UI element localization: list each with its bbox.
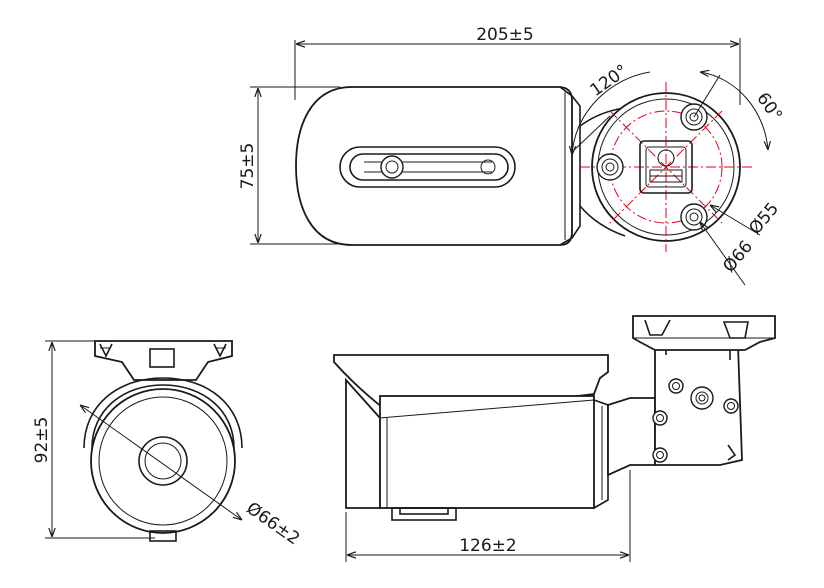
leader-d66 (700, 222, 746, 286)
leader-d55 (710, 205, 761, 236)
dim-total-length: 205±5 (476, 25, 534, 45)
side-bracket-plate (632, 315, 776, 351)
mount-center-block (639, 140, 693, 194)
side-view: 126±2 (333, 315, 776, 562)
front-view: 92±5 Ø66±2 (32, 340, 304, 549)
leader-front-diameter (80, 405, 242, 520)
top-view: 205±5 75±5 (238, 25, 786, 286)
dim-front-diameter: Ø66±2 (243, 498, 304, 549)
dim-angle-right: 60° (752, 89, 786, 125)
camera-housing-top (295, 86, 573, 246)
dim-front-height: 92±5 (32, 417, 52, 464)
slot-knob (380, 155, 404, 179)
front-housing-outer (90, 388, 236, 534)
top-slot-outer (339, 146, 516, 188)
dim-base-diameter: Ø55 (745, 199, 783, 239)
dim-height-top: 75±5 (238, 143, 258, 190)
angle-arc-120 (572, 71, 651, 155)
angle-arc-60 (700, 72, 768, 150)
dim-side-length: 126±2 (459, 536, 517, 556)
screw-boss-left (596, 153, 624, 181)
side-screws (652, 378, 739, 463)
dim-angle-upper: 120° (587, 61, 632, 101)
front-mount-top (94, 340, 233, 381)
dim-base-outer-diameter: Ø66 (719, 237, 757, 277)
top-slot-inner (349, 153, 509, 181)
